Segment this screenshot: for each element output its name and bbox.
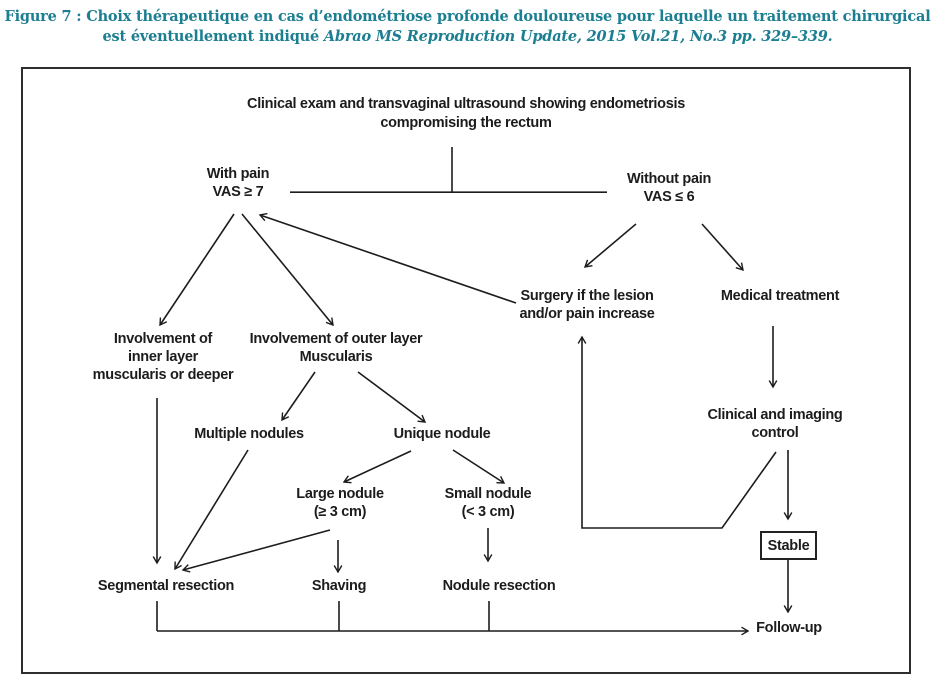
node-small-nodule: Small nodule (< 3 cm) [444, 486, 532, 520]
edge-outerlayer-unique [357, 371, 427, 423]
node-without-pain: Without pain VAS ≤ 6 [626, 171, 712, 205]
edge-group [152, 147, 793, 636]
edge-surgery-withpain [258, 212, 517, 304]
node-multiple-nodules: Multiple nodules [194, 426, 304, 442]
node-clinical-control: Clinical and imaging control [707, 407, 843, 441]
node-stable: Stable [760, 531, 817, 560]
node-shaving: Shaving [311, 578, 367, 594]
node-medical-treatment: Medical treatment [720, 288, 840, 304]
flowchart-border [21, 67, 911, 674]
node-segmental-resection: Segmental resection [97, 578, 235, 594]
caption-citation: Abrao MS Reproduction Update, 2015 Vol.2… [323, 28, 833, 45]
edge-large-segmental [181, 529, 331, 573]
node-unique-nodule: Unique nodule [393, 426, 491, 442]
edge-withoutpain-surgery [583, 223, 637, 268]
edge-unique-large [342, 450, 412, 484]
figure-caption: Figure 7 : Choix thérapeutique en cas d’… [0, 7, 935, 47]
edge-unique-small [452, 449, 506, 484]
node-follow-up: Follow-up [756, 620, 822, 636]
edge-withoutpain-medical [701, 223, 744, 272]
edge-outerlayer-multiple [281, 371, 316, 422]
edge-withpain-innerlayer [159, 213, 235, 327]
node-outer-layer: Involvement of outer layer Muscularis [249, 331, 423, 365]
stable-label: Stable [767, 537, 810, 554]
node-surgery-if-increase: Surgery if the lesion and/or pain increa… [519, 288, 655, 322]
caption-line2: est éventuellement indiqué [102, 28, 324, 45]
node-with-pain: With pain VAS ≥ 7 [206, 166, 270, 200]
node-root: Clinical exam and transvaginal ultrasoun… [247, 96, 685, 131]
caption-line1: Figure 7 : Choix thérapeutique en cas d’… [4, 8, 931, 25]
node-large-nodule: Large nodule (≥ 3 cm) [296, 486, 384, 520]
node-inner-layer: Involvement of inner layer muscularis or… [92, 331, 234, 383]
edge-control-surgery-elbow [577, 335, 777, 529]
node-nodule-resection: Nodule resection [442, 578, 556, 594]
edge-multiple-segmental [174, 449, 249, 571]
edge-withpain-outerlayer [241, 213, 334, 327]
